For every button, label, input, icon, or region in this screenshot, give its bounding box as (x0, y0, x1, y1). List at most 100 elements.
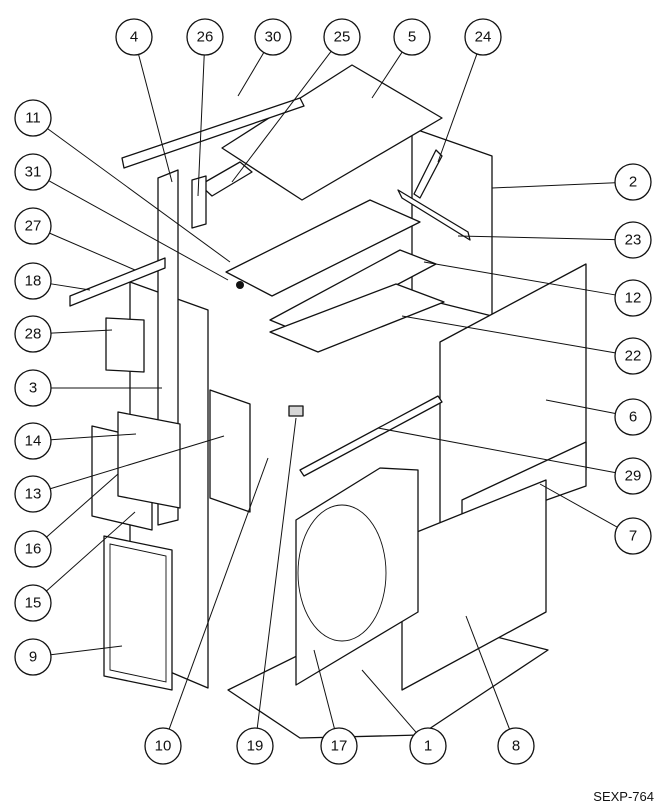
callout-circle (14, 369, 52, 407)
callout-circle (614, 457, 652, 495)
leader-line-16 (46, 473, 119, 538)
callout-circle (186, 18, 224, 56)
callout-24: 24 (464, 18, 502, 56)
callout-1: 1 (409, 727, 447, 765)
callout-circle (323, 18, 361, 56)
leader-line-8 (465, 615, 511, 730)
blower-opening (297, 504, 387, 642)
callout-29: 29 (614, 457, 652, 495)
leader-lines (46, 51, 618, 733)
callout-label: 17 (331, 738, 348, 755)
callout-label: 15 (25, 595, 42, 612)
callout-5: 5 (393, 18, 431, 56)
callout-circle (14, 475, 52, 513)
callout-label: 29 (625, 468, 642, 485)
callout-label: 22 (625, 348, 642, 365)
callout-label: 4 (130, 29, 138, 46)
callout-label: 13 (25, 486, 42, 503)
callout-15: 15 (14, 584, 52, 622)
callout-13: 13 (14, 475, 52, 513)
leader-line-7 (539, 483, 618, 528)
callout-label: 16 (25, 541, 42, 558)
callout-circle (614, 221, 652, 259)
callout-circle (115, 18, 153, 56)
callout-circle (464, 18, 502, 56)
callout-label: 14 (25, 433, 42, 450)
callout-16: 16 (14, 530, 52, 568)
callout-circle (14, 638, 52, 676)
callout-14: 14 (14, 422, 52, 460)
leader-line-27 (49, 232, 136, 271)
angle-2 (413, 149, 443, 199)
bracket (69, 257, 166, 307)
callout-label: 30 (265, 29, 282, 46)
leader-line-24 (437, 53, 478, 163)
callout-circle (144, 727, 182, 765)
callout-label: 23 (625, 232, 642, 249)
fastener (236, 281, 244, 289)
top-rail (121, 97, 305, 169)
callout-label: 11 (25, 110, 41, 127)
leader-line-5 (371, 51, 403, 99)
filter-frame (103, 535, 173, 691)
leader-line-29 (377, 427, 616, 474)
divider-panel (209, 389, 251, 513)
leader-line-13 (50, 435, 225, 490)
callout-label: 6 (629, 409, 637, 426)
lower-front-panel (401, 479, 547, 691)
leader-line-10 (168, 457, 269, 730)
callout-circle (14, 584, 52, 622)
callout-label: 5 (408, 29, 416, 46)
callout-label: 9 (29, 649, 37, 666)
callout-circle (614, 398, 652, 436)
leader-line-4 (138, 54, 173, 183)
callout-label: 26 (197, 29, 214, 46)
leader-line-17 (313, 649, 335, 729)
callout-label: 27 (25, 218, 42, 235)
callout-label: 3 (29, 380, 37, 397)
clip (288, 405, 304, 417)
callout-22: 22 (614, 337, 652, 375)
callout-circle (14, 99, 52, 137)
leader-line-2 (491, 182, 616, 189)
callout-27: 27 (14, 207, 52, 245)
callout-circle (254, 18, 292, 56)
lower-rail (269, 283, 445, 353)
callout-9: 9 (14, 638, 52, 676)
leader-line-18 (50, 283, 91, 291)
leader-line-25 (231, 51, 332, 183)
callout-label: 24 (475, 29, 492, 46)
callout-6: 6 (614, 398, 652, 436)
callout-label: 18 (25, 273, 42, 290)
callout-circle (14, 262, 52, 300)
callout-label: 7 (629, 528, 637, 545)
leader-line-30 (237, 52, 265, 97)
parts-drawing (69, 64, 587, 739)
callout-label: 10 (155, 738, 172, 755)
bracket-2 (199, 161, 253, 197)
filter-frame-inner (109, 543, 167, 683)
callout-circle (409, 727, 447, 765)
callout-17: 17 (320, 727, 358, 765)
leader-line-15 (46, 511, 136, 592)
callout-2: 2 (614, 163, 652, 201)
leader-line-11 (47, 128, 231, 263)
callout-label: 2 (629, 174, 637, 191)
callout-4: 4 (115, 18, 153, 56)
callout-26: 26 (186, 18, 224, 56)
callout-12: 12 (614, 279, 652, 317)
leader-line-14 (50, 433, 137, 441)
callout-circle (14, 530, 52, 568)
callout-label: 8 (512, 738, 520, 755)
callout-circle (14, 153, 52, 191)
panel-28 (105, 317, 145, 373)
callout-31: 31 (14, 153, 52, 191)
top-panel (221, 64, 443, 201)
callout-circle (14, 207, 52, 245)
callout-19: 19 (236, 727, 274, 765)
callout-label: 19 (247, 738, 264, 755)
callout-circle (236, 727, 274, 765)
leader-line-23 (457, 235, 616, 241)
cover-plate-back (117, 411, 181, 509)
